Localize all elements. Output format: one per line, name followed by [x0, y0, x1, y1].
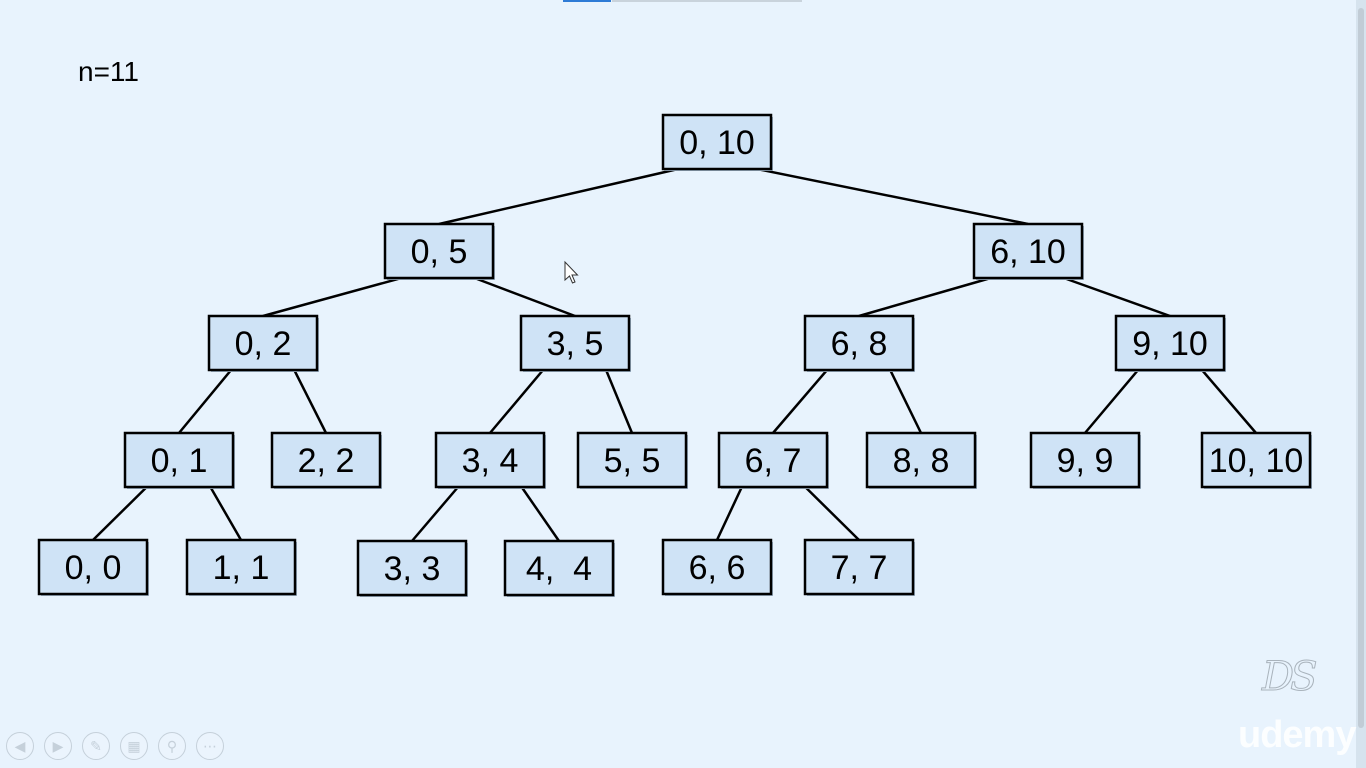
tree-node-label: 2, 2	[298, 442, 355, 480]
tree-node-box	[185, 538, 297, 596]
slideshow-controls: ◀ ▶ ✎ ▦ ⚲ ⋯	[6, 732, 224, 762]
tree-node-label: 8, 8	[893, 442, 950, 480]
tree-node-1-1: 1, 1	[185, 538, 297, 596]
tree-node-box	[207, 314, 319, 372]
tree-edge-6-8-to-6-7	[772, 367, 830, 434]
tree-node-3-4: 3, 4	[434, 431, 546, 489]
tree-edge-0-5-to-0-2	[262, 274, 410, 318]
tree-edge-9-10-to-10-10	[1199, 367, 1257, 434]
tree-node-label: 6, 10	[990, 233, 1066, 271]
tree-node-6-8: 6, 8	[803, 314, 915, 372]
tree-node-box	[383, 222, 495, 280]
tree-edge-6-8-to-8-8	[888, 367, 923, 434]
tree-node-label: 0, 0	[65, 549, 122, 587]
tree-node-box	[803, 314, 915, 372]
tree-node-box	[972, 222, 1084, 280]
pen-icon[interactable]: ✎	[82, 732, 110, 760]
tree-node-box	[661, 538, 773, 596]
tree-edge-6-7-to-6-6	[715, 484, 744, 541]
tree-node-6-10: 6, 10	[972, 222, 1084, 280]
tree-edge-6-7-to-7-7	[802, 484, 860, 541]
tree-node-6-6: 6, 6	[661, 538, 773, 596]
tree-node-0-1: 0, 1	[123, 431, 235, 489]
tree-node-box	[1029, 431, 1141, 489]
tree-node-label: 6, 7	[745, 442, 802, 480]
tree-node-label: 10, 10	[1209, 442, 1304, 480]
tree-node-label: 7, 7	[831, 549, 888, 587]
tree-node-9-9: 9, 9	[1029, 431, 1141, 489]
tree-edge-3-5-to-3-4	[489, 367, 546, 434]
tree-node-8-8: 8, 8	[865, 431, 977, 489]
tree-node-box	[123, 431, 235, 489]
tree-node-9-10: 9, 10	[1114, 314, 1226, 372]
tree-node-label: 0, 2	[235, 325, 292, 363]
udemy-watermark: udemy	[1238, 714, 1356, 756]
tree-edge-3-5-to-5-5	[604, 367, 634, 434]
tree-edge-6-10-to-9-10	[1057, 274, 1171, 318]
tree-node-label: 9, 9	[1057, 442, 1114, 480]
tree-node-box	[661, 113, 773, 171]
tree-node-box	[519, 314, 631, 372]
slides-icon[interactable]: ▦	[120, 732, 148, 760]
tree-edge-0-5-to-3-5	[468, 274, 576, 318]
tree-node-7-7: 7, 7	[803, 538, 915, 596]
tree-node-label: 3, 4	[462, 442, 519, 480]
tree-node-0-0: 0, 0	[37, 538, 149, 596]
tree-node-6-7: 6, 7	[717, 431, 829, 489]
tree-node-box	[1200, 431, 1312, 489]
ds-logo: DS	[1261, 654, 1318, 701]
n-label: n=11	[78, 56, 139, 87]
tree-node-box	[1114, 314, 1226, 372]
tree-node-label: 5, 5	[604, 442, 661, 480]
tree-node-label: 0, 10	[679, 124, 755, 162]
tree-node-0-10: 0, 10	[661, 113, 773, 171]
tree-node-box	[865, 431, 977, 489]
progress-bar-track	[612, 0, 802, 2]
tree-edge-0-1-to-0-0	[92, 484, 150, 541]
tree-node-label: 6, 8	[831, 325, 888, 363]
tree-node-box	[576, 431, 688, 489]
tree-node-2-2: 2, 2	[270, 431, 382, 489]
tree-node-4-4: 4, 4	[503, 539, 615, 597]
tree-node-3-3: 3, 3	[356, 539, 468, 597]
tree-edge-3-4-to-3-3	[411, 484, 461, 542]
tree-node-0-5: 0, 5	[383, 222, 495, 280]
tree-edge-6-10-to-6-8	[858, 274, 999, 318]
tree-edge-0-1-to-1-1	[208, 484, 243, 541]
tree-node-box	[803, 538, 915, 596]
tree-node-5-5: 5, 5	[576, 431, 688, 489]
tree-edge-0-2-to-0-1	[178, 367, 234, 434]
tree-node-box	[270, 431, 382, 489]
tree-edge-9-10-to-9-9	[1084, 367, 1141, 434]
mouse-cursor-icon	[564, 260, 579, 284]
more-icon[interactable]: ⋯	[196, 732, 224, 760]
tree-node-label: 4, 4	[526, 550, 592, 588]
tree-edge-3-4-to-4-4	[519, 484, 561, 542]
tree-node-box	[434, 431, 546, 489]
progress-bar-fill	[563, 0, 611, 2]
tree-node-label: 3, 5	[547, 325, 604, 363]
tree-node-box	[503, 539, 615, 597]
zoom-icon[interactable]: ⚲	[158, 732, 186, 760]
scrollbar-thumb[interactable]	[1358, 8, 1364, 728]
next-icon[interactable]: ▶	[44, 732, 72, 760]
tree-edge-0-10-to-6-10	[746, 165, 1029, 226]
tree-node-3-5: 3, 5	[519, 314, 631, 372]
tree-node-label: 3, 3	[384, 550, 441, 588]
tree-node-box	[37, 538, 149, 596]
tree-node-label: 0, 1	[151, 442, 208, 480]
tree-node-label: 0, 5	[411, 233, 468, 271]
previous-icon[interactable]: ◀	[6, 732, 34, 760]
tree-node-box	[717, 431, 829, 489]
tree-edge-0-2-to-2-2	[292, 367, 328, 434]
tree-node-0-2: 0, 2	[207, 314, 319, 372]
tree-node-label: 6, 6	[689, 549, 746, 587]
tree-node-label: 1, 1	[213, 549, 270, 587]
tree-node-label: 9, 10	[1132, 325, 1208, 363]
tree-edge-0-10-to-0-5	[438, 165, 688, 226]
tree-node-box	[356, 539, 468, 597]
tree-node-10-10: 10, 10	[1200, 431, 1312, 489]
